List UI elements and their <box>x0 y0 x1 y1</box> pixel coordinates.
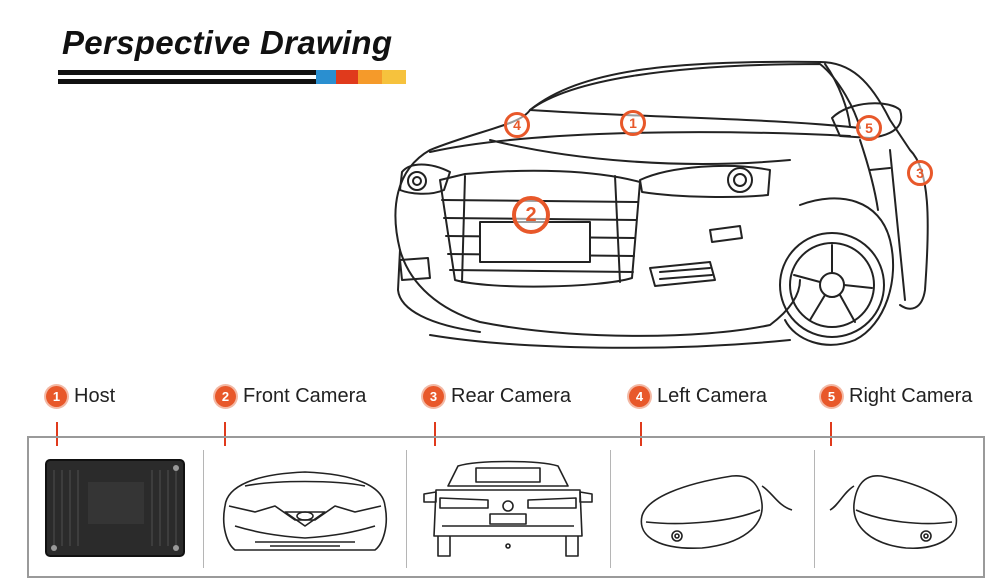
part-number-badge: 4 <box>629 386 650 407</box>
left-mirror-icon <box>640 475 793 549</box>
panel-divider <box>610 450 611 568</box>
marker-number: 2 <box>525 203 537 226</box>
part-label-left-camera: 4 Left Camera <box>629 385 767 408</box>
part-number-badge: 5 <box>821 386 842 407</box>
panel-divider <box>814 450 815 568</box>
part-number-badge: 1 <box>46 386 67 407</box>
connector-tick <box>434 422 436 446</box>
part-label-rear-camera: 3 Rear Camera <box>423 385 571 408</box>
marker-front-camera: 2 <box>512 196 550 234</box>
part-label-right-camera: 5 Right Camera <box>821 385 972 408</box>
parts-panel <box>27 436 985 578</box>
part-label-host: 1 Host <box>46 385 115 408</box>
connector-tick <box>640 422 642 446</box>
part-label: Rear Camera <box>451 385 572 407</box>
part-label: Left Camera <box>657 385 768 407</box>
part-number-badge: 3 <box>423 386 444 407</box>
connector-tick <box>830 422 832 446</box>
page-title: Perspective Drawing <box>62 24 393 61</box>
part-label: Host <box>74 385 116 407</box>
car-illustration <box>394 60 929 349</box>
marker-number: 4 <box>513 117 521 133</box>
marker-number: 5 <box>865 120 873 136</box>
connector-tick <box>224 422 226 446</box>
panel-divider <box>203 450 204 568</box>
marker-right-camera: 5 <box>856 115 882 141</box>
host-unit-icon <box>45 459 185 557</box>
part-label-front-camera: 2 Front Camera <box>215 385 366 408</box>
part-number-badge: 2 <box>215 386 236 407</box>
right-mirror-icon <box>829 475 958 549</box>
connector-tick <box>56 422 58 446</box>
marker-number: 1 <box>629 115 637 131</box>
marker-rear-camera: 3 <box>907 160 933 186</box>
title-underline <box>58 70 406 84</box>
marker-left-camera: 4 <box>504 112 530 138</box>
car-front-icon <box>222 471 388 551</box>
part-label: Right Camera <box>849 385 973 407</box>
marker-number: 3 <box>916 165 924 181</box>
part-label: Front Camera <box>243 385 367 407</box>
marker-host: 1 <box>620 110 646 136</box>
panel-divider <box>406 450 407 568</box>
car-rear-icon <box>423 460 593 557</box>
parts-legend: 1 Host 2 Front Camera 3 Rear Camera 4 Le… <box>0 385 1000 425</box>
